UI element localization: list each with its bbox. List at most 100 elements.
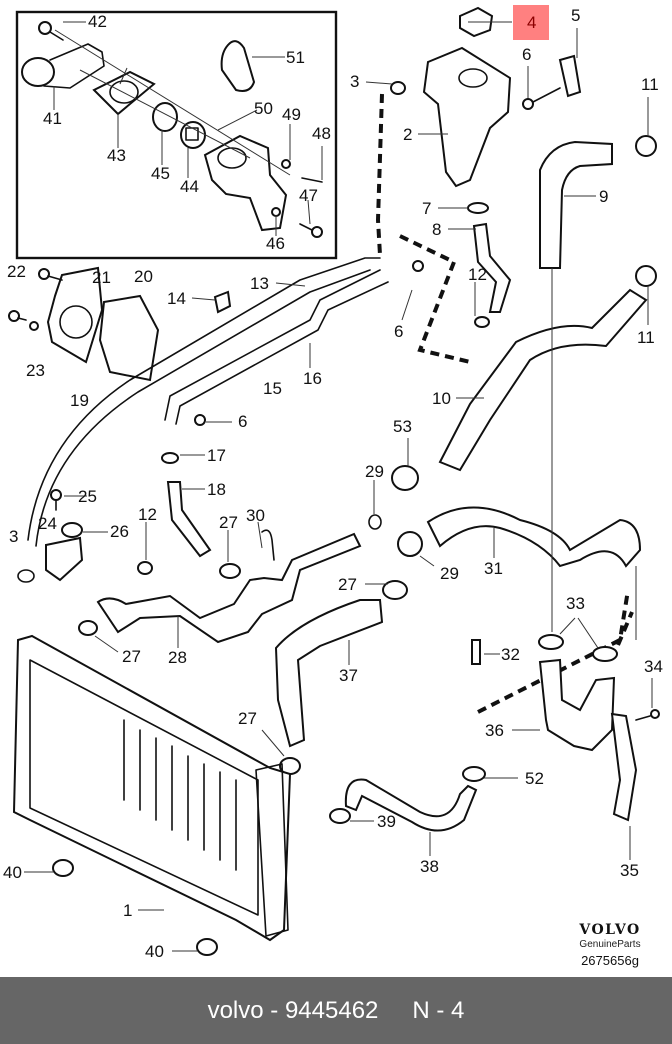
label-29-a: 29 <box>365 462 384 481</box>
label-33: 33 <box>566 594 585 613</box>
clip-29-top[interactable] <box>368 514 382 530</box>
label-6-a: 6 <box>522 45 531 64</box>
bolt-6[interactable] <box>194 414 206 426</box>
clamp-33-a[interactable] <box>538 634 564 650</box>
label-41: 41 <box>43 109 62 128</box>
label-27-d: 27 <box>238 709 257 728</box>
label-14: 14 <box>167 289 186 308</box>
washer-49[interactable] <box>281 159 291 169</box>
bolt-25[interactable] <box>50 489 62 511</box>
hose-30[interactable] <box>261 529 275 561</box>
label-28: 28 <box>168 648 187 667</box>
pipe-16[interactable] <box>164 269 381 421</box>
bracket-35[interactable] <box>610 712 638 822</box>
clamp-11-bottom[interactable] <box>635 265 657 287</box>
label-53: 53 <box>393 417 412 436</box>
label-12-a: 12 <box>468 265 487 284</box>
clamp-52[interactable] <box>462 766 486 782</box>
bolt-21[interactable] <box>38 268 63 281</box>
washer-23[interactable] <box>29 321 39 331</box>
hose-38[interactable] <box>344 778 478 832</box>
label-31: 31 <box>484 559 503 578</box>
clamp-39[interactable] <box>329 808 351 824</box>
thermostat-cover-41[interactable] <box>21 43 105 89</box>
label-24: 24 <box>38 514 57 533</box>
bracket-24[interactable] <box>45 536 84 582</box>
label-4-highlighted[interactable]: 4 <box>527 13 536 32</box>
label-20: 20 <box>134 267 153 286</box>
bolt-34[interactable] <box>635 709 660 721</box>
clamp-11-top[interactable] <box>635 135 657 157</box>
hose-8[interactable] <box>472 222 512 313</box>
hose-10[interactable] <box>438 288 648 472</box>
clip-14[interactable] <box>213 290 232 314</box>
rubber-mount-40-a[interactable] <box>52 859 74 877</box>
sensor-32[interactable] <box>471 639 481 665</box>
water-pump-19[interactable] <box>46 266 104 364</box>
bushing-26[interactable] <box>61 522 83 538</box>
clamp-27-a[interactable] <box>78 620 98 636</box>
expansion-tank-2[interactable] <box>422 46 512 188</box>
hose-9[interactable] <box>539 140 613 269</box>
label-16: 16 <box>303 369 322 388</box>
label-10: 10 <box>432 389 451 408</box>
bolt-42[interactable] <box>38 21 64 41</box>
pump-gasket-20[interactable] <box>98 294 160 382</box>
label-30: 30 <box>246 506 265 525</box>
clamp-3-top[interactable] <box>390 81 406 95</box>
rubber-mount-40-b[interactable] <box>196 938 218 956</box>
pipe-13[interactable] <box>27 257 381 541</box>
label-29-b: 29 <box>440 564 459 583</box>
bracket-5[interactable] <box>558 54 582 98</box>
highlight-box <box>513 5 549 40</box>
clip-3-bottom[interactable] <box>17 569 35 583</box>
radiator-1[interactable] <box>12 634 292 942</box>
label-34: 34 <box>644 657 663 676</box>
label-45: 45 <box>151 164 170 183</box>
label-5: 5 <box>571 6 580 25</box>
clamp-27-b[interactable] <box>219 563 241 579</box>
clamp-17[interactable] <box>161 452 179 464</box>
clamp-7[interactable] <box>467 202 489 214</box>
label-8: 8 <box>432 220 441 239</box>
bolt-48[interactable] <box>301 177 323 183</box>
flange-36[interactable] <box>538 658 616 752</box>
label-48: 48 <box>312 124 331 143</box>
hose-31[interactable] <box>426 506 642 568</box>
seal-ring-51[interactable] <box>220 40 256 92</box>
hose-18[interactable] <box>166 481 212 558</box>
hose-28[interactable] <box>96 532 362 644</box>
clamp-53[interactable] <box>391 465 419 491</box>
label-15: 15 <box>263 379 282 398</box>
footer-part-number: 9445462 <box>284 996 379 1024</box>
label-6-b: 6 <box>238 412 247 431</box>
label-21: 21 <box>92 268 111 287</box>
label-40-a: 40 <box>3 863 22 882</box>
bolt-47[interactable] <box>299 223 323 238</box>
clamp-27-c[interactable] <box>382 580 408 600</box>
clamp-33-b[interactable] <box>592 646 618 662</box>
label-22: 22 <box>7 262 26 281</box>
label-19: 19 <box>70 391 89 410</box>
label-51: 51 <box>286 48 305 67</box>
footer-separator: - <box>270 996 279 1024</box>
hose-37[interactable] <box>274 599 384 748</box>
thermostat-44[interactable] <box>180 121 206 149</box>
label-36: 36 <box>485 721 504 740</box>
clamp-29[interactable] <box>397 531 423 557</box>
bolt-6-mid[interactable] <box>412 260 424 272</box>
label-23: 23 <box>26 361 45 380</box>
label-25: 25 <box>78 487 97 506</box>
washer-46[interactable] <box>271 207 281 217</box>
bolt-22[interactable] <box>8 310 27 322</box>
clamp-12-b[interactable] <box>137 561 153 575</box>
label-37: 37 <box>339 666 358 685</box>
label-50: 50 <box>254 99 273 118</box>
seal-45[interactable] <box>152 102 178 132</box>
label-46: 46 <box>266 234 285 253</box>
label-1: 1 <box>123 901 132 920</box>
bolt-6-top[interactable] <box>522 87 561 110</box>
label-3-a: 3 <box>350 72 359 91</box>
label-6-c: 6 <box>394 322 403 341</box>
clamp-12-top[interactable] <box>474 316 490 328</box>
